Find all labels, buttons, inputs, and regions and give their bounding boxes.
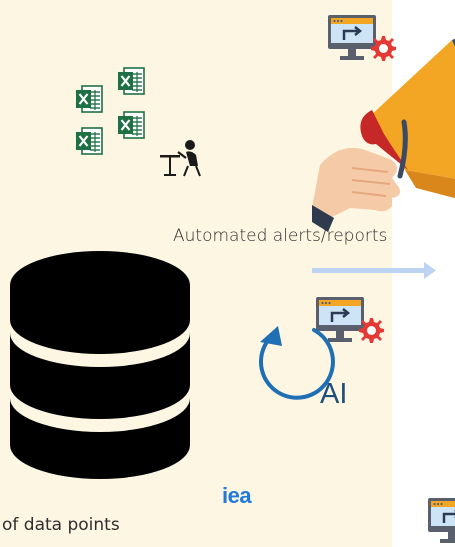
monitor-gear-icon	[326, 13, 398, 63]
excel-files-group	[74, 66, 146, 156]
right-arrow-icon	[312, 262, 436, 279]
megaphone-icon	[312, 38, 455, 232]
database-icon	[10, 251, 190, 479]
excel-file-icon	[74, 84, 104, 114]
excel-file-icon	[74, 126, 104, 156]
person-at-desk-icon	[160, 140, 201, 177]
monitor-gear-icon	[426, 496, 455, 546]
ai-label: AI	[320, 378, 348, 410]
iea-logo: iea	[222, 483, 252, 508]
data-points-label: of data points	[2, 515, 120, 535]
excel-file-icon	[116, 66, 146, 96]
automated-alerts-label: Automated alerts/reports	[173, 226, 388, 246]
cycle-arrow-icon	[259, 326, 335, 400]
excel-file-icon	[116, 110, 146, 140]
monitor-gear-icon	[314, 295, 386, 345]
